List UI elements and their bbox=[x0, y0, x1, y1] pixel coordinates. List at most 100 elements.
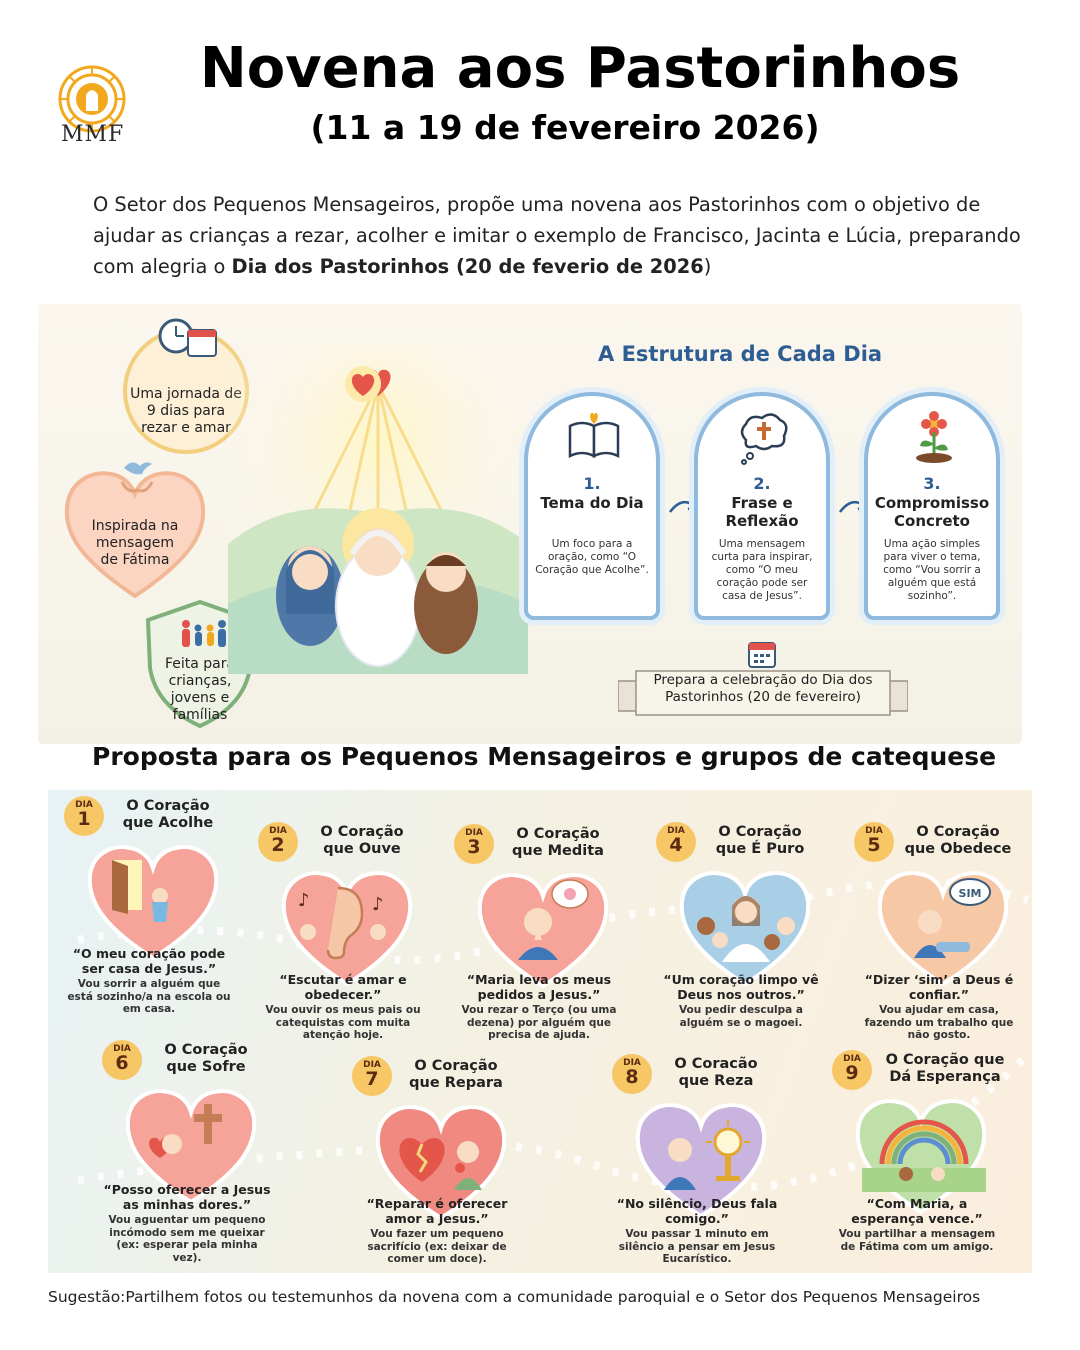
flower-sprout-icon bbox=[916, 411, 952, 463]
intro-bold: Dia dos Pastorinhos (20 de feverio de 20… bbox=[231, 255, 704, 278]
mmf-logo-icon bbox=[58, 65, 126, 133]
page-subtitle: (11 a 19 de fevereiro 2026) bbox=[310, 108, 820, 147]
svg-text:♪: ♪ bbox=[372, 894, 384, 915]
calendar-icon bbox=[748, 642, 776, 668]
intro-text: O Setor dos Pequenos Mensageiros, propõe… bbox=[93, 193, 1021, 278]
rainbow-icon bbox=[855, 1099, 987, 1215]
day-label: DIA bbox=[865, 826, 883, 836]
open-door-icon bbox=[87, 845, 219, 961]
day-action: Vou fazer um pequeno sacrifício (ex: dei… bbox=[367, 1228, 507, 1265]
day-quote: “Dizer ‘sim’ a Deus é confiar.” bbox=[864, 972, 1014, 1002]
day-action: Vou partilhar a mensagem de Fátima com u… bbox=[838, 1228, 996, 1253]
day-label: DIA bbox=[667, 826, 685, 836]
badge-families: Feita para crianças, jovens e famílias bbox=[156, 656, 244, 724]
day-action: Vou ouvir os meus pais ou catequistas co… bbox=[265, 1004, 421, 1041]
day-action: Vou rezar o Terço (ou uma dezena) por al… bbox=[461, 1004, 617, 1041]
badge-fatima: Inspirada na mensagem de Fátima bbox=[61, 464, 209, 602]
sim-bubble-text: SIM bbox=[959, 887, 982, 900]
step-title: Tema do Dia bbox=[540, 494, 644, 512]
dove-hands-icon bbox=[120, 462, 154, 493]
badge-families-text: Feita para crianças, jovens e famílias bbox=[164, 656, 236, 723]
day-label: DIA bbox=[113, 1044, 131, 1054]
step-number: 1. bbox=[583, 474, 601, 493]
day-number: 8 bbox=[625, 1066, 639, 1088]
mended-heart-icon bbox=[375, 1105, 507, 1221]
step-title: Compromisso Concreto bbox=[874, 494, 990, 530]
day-title: O Coracão que Reza bbox=[674, 1056, 758, 1089]
cross-icon bbox=[125, 1089, 257, 1205]
day-quote: “No silêncio, Deus fala comigo.” bbox=[616, 1196, 778, 1226]
open-book-icon bbox=[568, 412, 620, 459]
structure-infographic: Uma jornada de 9 dias para rezar e amar … bbox=[38, 304, 1022, 744]
step-card-1: 1. Tema do Dia Um foco para a oração, co… bbox=[524, 392, 660, 620]
step-card-3: 3. Compromisso Concreto Uma ação simples… bbox=[864, 392, 1000, 620]
pastorinhos-illustration bbox=[228, 344, 528, 674]
day-title: O Coração que Medita bbox=[512, 826, 604, 859]
badge-journey-text: Uma jornada de 9 dias para rezar e amar bbox=[130, 385, 242, 436]
day-quote: “Reparar é oferecer amor a Jesus.” bbox=[366, 1196, 508, 1226]
ribbon-banner bbox=[618, 670, 908, 716]
day-action: Vou ajudar em casa, fazendo um trabalho … bbox=[864, 1004, 1014, 1041]
day-number: 7 bbox=[365, 1068, 379, 1090]
ear-icon: ♪♪ bbox=[281, 871, 413, 987]
day-title: O Coração que Repara bbox=[409, 1058, 503, 1091]
day-number: 1 bbox=[77, 808, 91, 830]
day-label: DIA bbox=[843, 1054, 861, 1064]
svg-text:♪: ♪ bbox=[298, 890, 310, 911]
family-icon bbox=[182, 620, 226, 647]
day-label: DIA bbox=[465, 828, 483, 838]
day-title: O Coração que Dá Esperança bbox=[885, 1052, 1005, 1085]
day-title: O Coração que Acolhe bbox=[122, 798, 214, 831]
step-number: 2. bbox=[753, 474, 771, 493]
step-description: Um foco para a oração, como “O Coração q… bbox=[535, 538, 649, 576]
section-heading: Proposta para os Pequenos Mensageiros e … bbox=[92, 742, 997, 771]
intro-end: ) bbox=[703, 255, 712, 278]
footer-suggestion: Sugestão:Partilhem fotos ou testemunhos … bbox=[48, 1288, 981, 1306]
day-number: 9 bbox=[845, 1062, 859, 1084]
day-number: 6 bbox=[115, 1052, 129, 1074]
day-number: 2 bbox=[271, 834, 285, 856]
heart-sun-icon bbox=[345, 366, 381, 402]
praying-child-icon bbox=[477, 873, 609, 989]
day-label: DIA bbox=[269, 826, 287, 836]
page-title: Novena aos Pastorinhos bbox=[199, 36, 961, 101]
jesus-children-icon bbox=[679, 871, 811, 987]
day-label: DIA bbox=[75, 800, 93, 810]
clock-calendar-icon bbox=[158, 318, 217, 357]
day-action: Vou aguentar um pequeno incómodo sem me … bbox=[108, 1214, 266, 1264]
day-number: 5 bbox=[867, 834, 881, 856]
day-title: O Coração que Ouve bbox=[320, 824, 404, 857]
day-quote: “Maria leva os meus pedidos a Jesus.” bbox=[466, 972, 612, 1002]
sim-bubble-icon: SIM bbox=[877, 871, 1009, 987]
structure-title: A Estrutura de Cada Dia bbox=[598, 342, 883, 366]
day-label: DIA bbox=[623, 1058, 641, 1068]
day-number: 4 bbox=[669, 834, 683, 856]
day-quote: “Com Maria, a esperança vence.” bbox=[851, 1196, 983, 1226]
day-action: Vou sorrir a alguém que está sozinho/a n… bbox=[67, 978, 231, 1015]
day-title: O Coração que Sofre bbox=[164, 1042, 248, 1075]
ribbon-text: Prepara a celebração do Dia dos Pastorin… bbox=[653, 672, 873, 705]
step-title: Frase e Reflexão bbox=[725, 494, 799, 530]
day-quote: “Posso oferecer a Jesus as minhas dores.… bbox=[103, 1182, 271, 1212]
day-quote: “O meu coração pode ser casa de Jesus.” bbox=[72, 946, 226, 976]
badge-fatima-text: Inspirada na mensagem de Fátima bbox=[91, 517, 179, 568]
day-title: O Coração que É Puro bbox=[715, 824, 805, 857]
step-description: Uma mensagem curta para inspirar, como “… bbox=[711, 538, 813, 602]
monstrance-icon bbox=[635, 1103, 767, 1219]
step-description: Uma ação simples para viver o tema, como… bbox=[883, 538, 981, 602]
thought-cross-icon bbox=[740, 413, 788, 465]
